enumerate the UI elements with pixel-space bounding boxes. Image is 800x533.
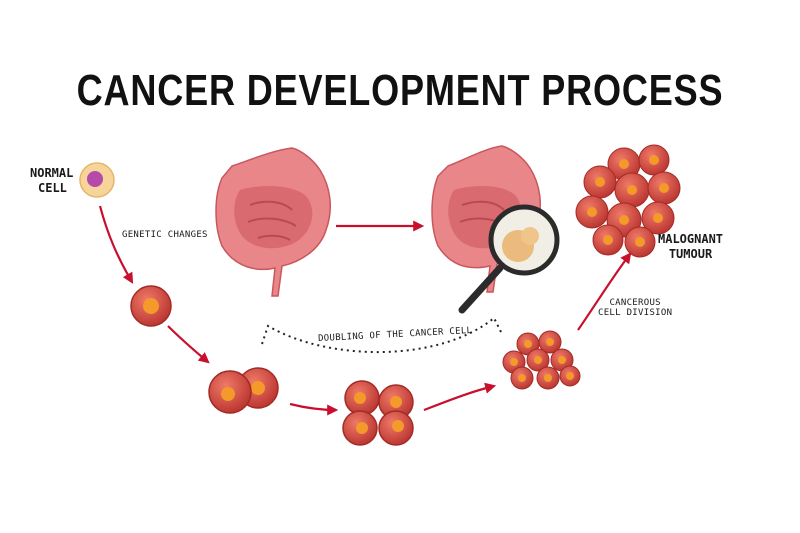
cancer-cell-cluster	[502, 330, 581, 390]
arrow-single-to-pair	[167, 325, 210, 364]
normal-cell-label-line2: CELL	[38, 181, 67, 195]
normal-cell-icon	[79, 162, 115, 198]
malignant-tumour-label: MALOGNANT TUMOUR	[658, 232, 723, 262]
normal-cell-label-line1: NORMAL	[30, 166, 74, 180]
arrow-normal-to-single	[98, 205, 134, 284]
doubling-bracket	[261, 316, 503, 353]
magnifier-icon	[458, 204, 560, 314]
diagram-title: CANCER DEVELOPMENT PROCESS	[76, 66, 724, 115]
intestine-icon	[215, 147, 331, 297]
arrow-pair-to-quad	[289, 402, 339, 416]
malignant-label-line2: TUMOUR	[668, 247, 713, 261]
arrow-quad-to-cluster	[423, 382, 497, 412]
genetic-changes-label: GENETIC CHANGES	[122, 230, 208, 240]
cancerous-division-label: CANCEROUS CELL DIVISION	[598, 298, 672, 318]
arrow-cluster-to-tumour	[577, 252, 632, 331]
cancer-cell-quad	[342, 380, 414, 446]
malignant-tumour-icon	[575, 144, 681, 258]
cancerous-label-line1: CANCEROUS	[609, 298, 661, 308]
flow-arrows	[98, 205, 632, 416]
cancerous-label-line2: CELL DIVISION	[598, 308, 673, 318]
cancer-cell-pair	[208, 367, 279, 414]
cancer-cell-single	[130, 285, 172, 327]
malignant-label-line1: MALOGNANT	[658, 232, 724, 246]
normal-cell-label: NORMAL CELL	[30, 166, 73, 196]
